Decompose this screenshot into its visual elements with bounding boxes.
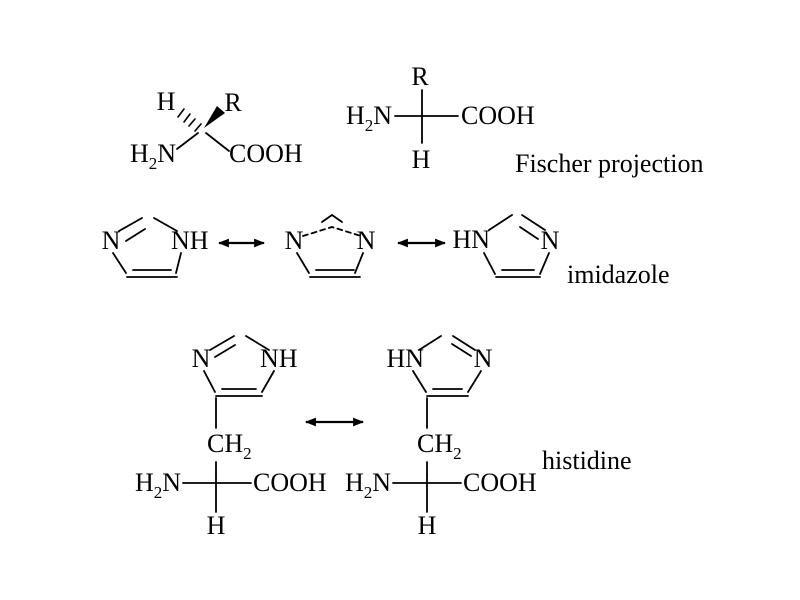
hashed-wedge-bond	[177, 108, 202, 132]
bond	[205, 132, 230, 152]
histidine-form-2: HN N CH2 H2N COOH H	[345, 335, 537, 540]
ring-bond	[321, 213, 343, 223]
ring-bond	[488, 214, 513, 231]
imidazole-form-2: N N	[285, 213, 376, 278]
ring-bond	[153, 217, 178, 232]
ring-bond	[354, 252, 364, 274]
ring-bond	[245, 335, 270, 351]
atom-label-h: H	[157, 87, 176, 116]
atom-label-n: N	[541, 226, 560, 255]
wedge-amino-acid-structure: H R H2N COOH	[130, 87, 303, 173]
ring-bond	[539, 252, 550, 275]
imidazole-caption: imidazole	[567, 260, 670, 289]
atom-label-h: H	[418, 511, 437, 540]
imidazole-form-3: HN N	[452, 214, 560, 278]
atom-label-n: N	[357, 226, 376, 255]
atom-label-h2n: H2N	[135, 468, 181, 502]
atom-label-n: N	[192, 344, 211, 373]
ring-bond	[412, 370, 427, 393]
atom-label-cooh: COOH	[229, 139, 303, 168]
atom-label-n: N	[474, 344, 493, 373]
atom-label-h2n: H2N	[345, 468, 391, 502]
histidine-caption: histidine	[542, 446, 632, 475]
atom-label-cooh: COOH	[461, 101, 535, 130]
double-bond-inner-line	[519, 226, 539, 240]
ring-bond	[296, 252, 310, 274]
imidazole-form-1: N NH	[102, 217, 209, 278]
atom-label-cooh: COOH	[253, 468, 327, 497]
group-label-ch2: CH2	[417, 429, 462, 463]
hash-mark	[194, 123, 202, 132]
atom-label-hn: HN	[452, 225, 490, 254]
group-label-ch2: CH2	[207, 429, 252, 463]
atom-label-n: N	[102, 226, 121, 255]
atom-label-h: H	[207, 511, 226, 540]
double-bond-inner-line	[214, 344, 236, 358]
atom-label-n: N	[285, 226, 304, 255]
histidine-form-1: N NH CH2 H2N COOH H	[135, 335, 327, 540]
atom-label-h: H	[412, 145, 431, 174]
bond	[176, 132, 199, 150]
ring-bond	[203, 370, 216, 393]
hash-mark	[188, 118, 196, 127]
ring-bond	[112, 252, 127, 274]
ring-bond	[452, 335, 476, 351]
atom-label-cooh: COOH	[463, 468, 537, 497]
atom-label-h2n: H2N	[130, 139, 176, 173]
ring-bond	[118, 217, 143, 232]
ring-bond	[261, 370, 275, 393]
atom-label-r: R	[224, 88, 242, 117]
ring-bond	[418, 335, 442, 351]
fischer-projection-structure: R H2N COOH H Fischer projection	[346, 62, 704, 178]
imidazole-resonance-row: N NH N N HN N	[102, 213, 670, 289]
ring-bond	[209, 335, 235, 351]
hash-mark	[183, 113, 191, 123]
hash-mark	[177, 108, 185, 118]
delocalized-dashed-bond	[302, 226, 362, 237]
atom-label-h2n: H2N	[346, 101, 392, 135]
ring-bond	[467, 370, 482, 393]
double-bond-inner-line	[125, 228, 146, 242]
ring-bond	[483, 252, 496, 275]
fischer-caption: Fischer projection	[515, 149, 703, 178]
atom-label-hn: HN	[386, 344, 424, 373]
double-bond-inner-line	[451, 343, 472, 357]
ring-bond	[175, 252, 182, 274]
histidine-resonance-row: N NH CH2 H2N COOH H HN N	[135, 335, 632, 540]
solid-wedge-bond	[204, 106, 225, 128]
ring-bond	[521, 214, 546, 231]
atom-label-r: R	[411, 62, 429, 91]
